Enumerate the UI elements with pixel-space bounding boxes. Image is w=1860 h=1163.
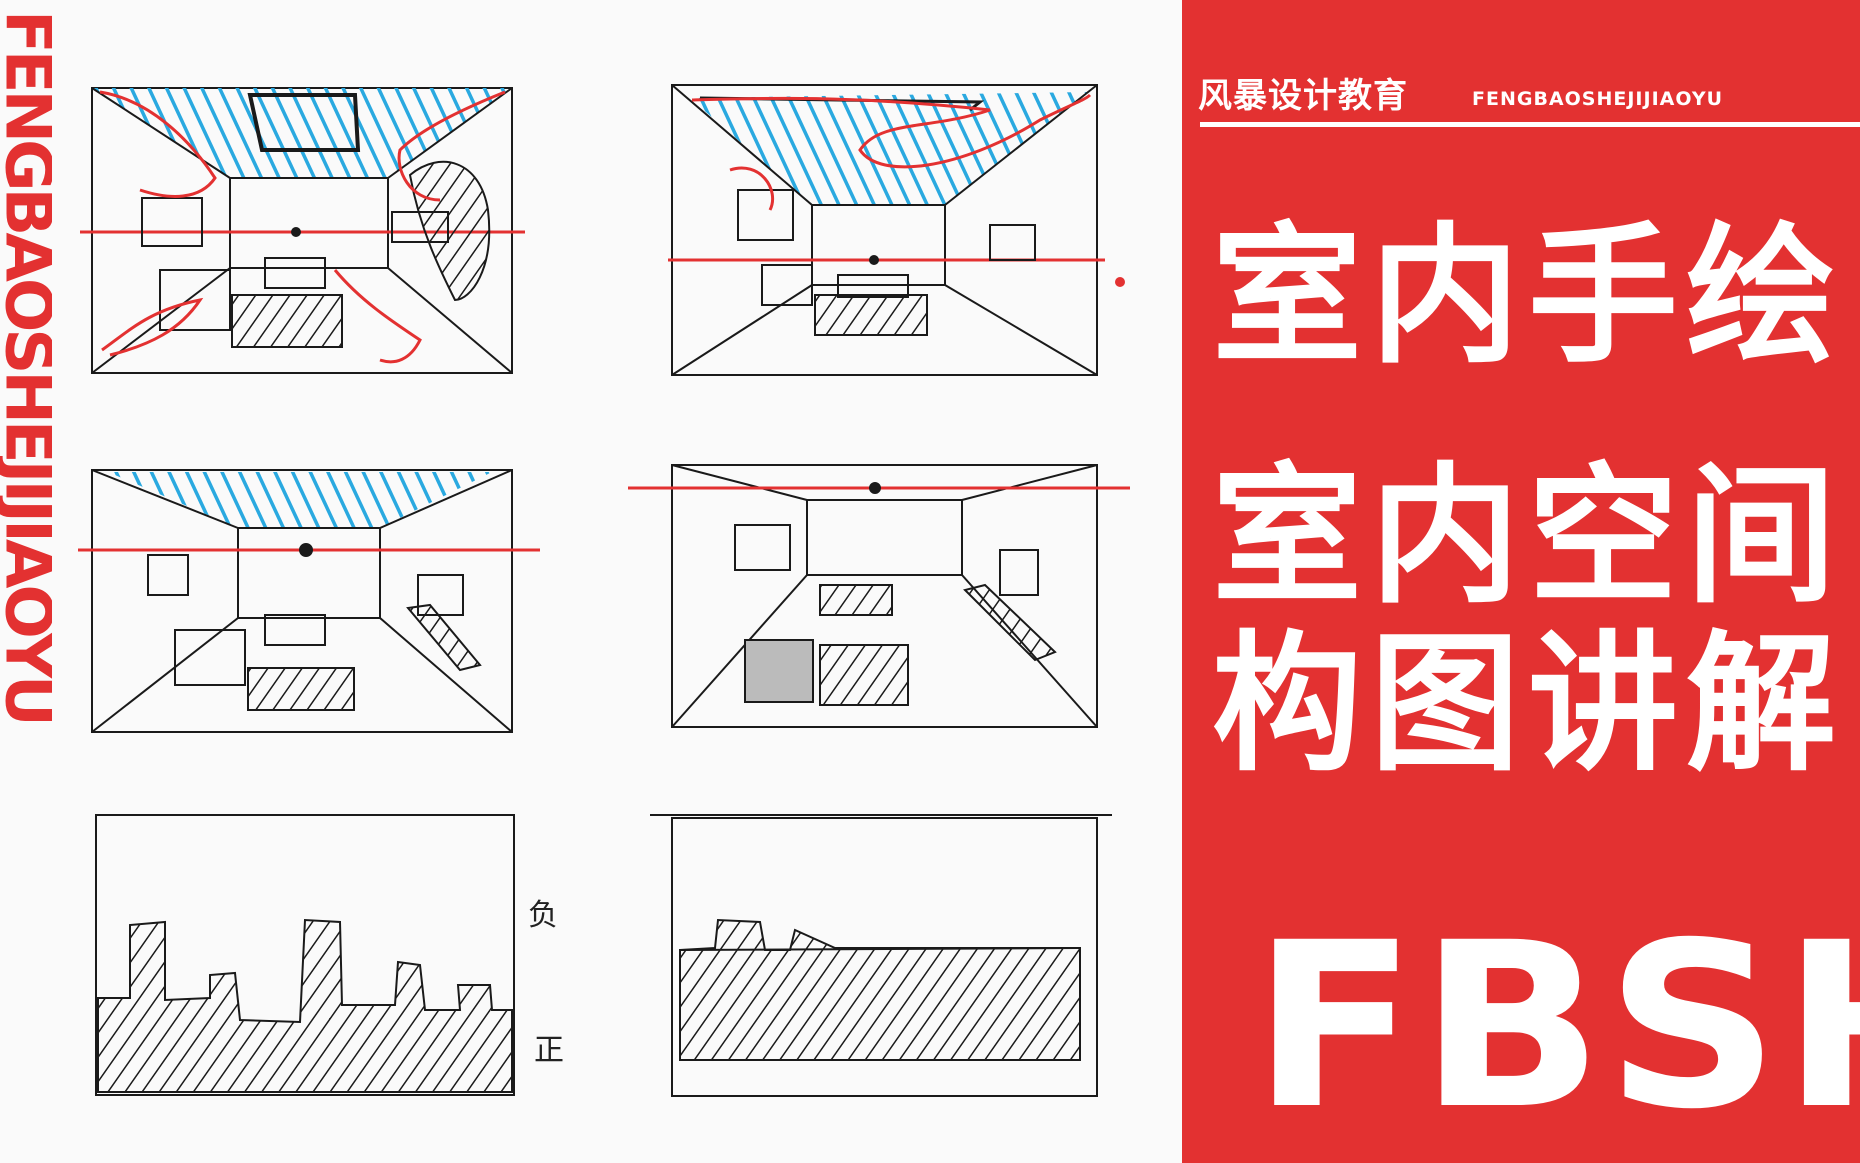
brand-divider	[1200, 122, 1860, 127]
sketch-middle-left	[78, 469, 540, 733]
sketch-drawings	[78, 84, 1130, 1097]
sketch-bottom-right	[650, 814, 1112, 1097]
note-negative: 负	[528, 898, 558, 933]
side-vertical-text: FENGBAOSHEJIJIAOYU	[0, 10, 52, 723]
fbsh-logo: FBSH	[1252, 893, 1860, 1159]
title-panel: 风暴设计教育 FENGBAOSHEJIJIAOYU 室内手绘 室内空间 构图讲解…	[1182, 0, 1860, 1163]
title-line-2: 室内空间	[1212, 450, 1845, 624]
brand-name-chinese: 风暴设计教育	[1198, 76, 1408, 116]
sketch-top-right	[668, 84, 1125, 376]
sketch-middle-right	[628, 464, 1130, 728]
side-vertical-text-strip: FENGBAOSHEJIJIAOYU	[0, 0, 52, 1163]
sketch-sheet: FENGBAOSHEJIJIAOYU	[0, 0, 1130, 1163]
brand-name-pinyin: FENGBAOSHEJIJIAOYU	[1472, 88, 1724, 110]
title-line-1: 室内手绘	[1212, 210, 1845, 384]
sketch-bottom-left	[95, 814, 515, 1096]
note-positive: 正	[534, 1033, 564, 1068]
title-line-3: 构图讲解	[1212, 618, 1845, 792]
sketch-top-left	[80, 87, 525, 374]
